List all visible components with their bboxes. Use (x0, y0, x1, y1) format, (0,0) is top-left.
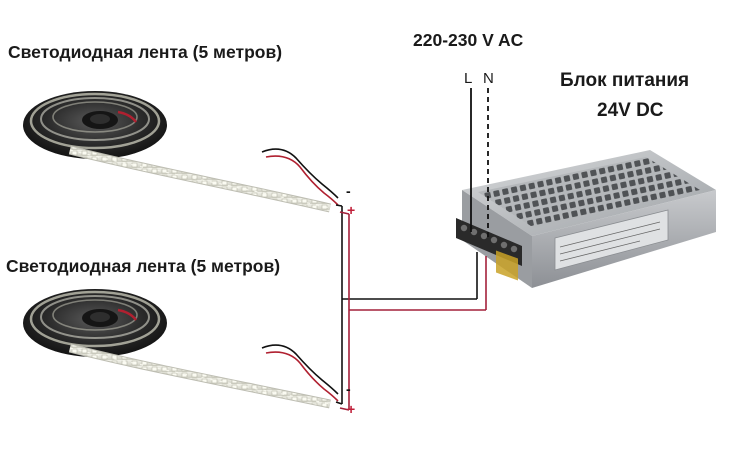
strip-bottom-positive-label: + (347, 401, 356, 417)
strip-top-negative-label: - (346, 183, 351, 199)
power-supply-unit-icon (456, 150, 716, 288)
mains-voltage-label: 220-230 V AC (413, 30, 524, 50)
led-strip-label-top: Светодиодная лента (5 метров) (8, 42, 283, 62)
line-terminal-label: L (464, 70, 473, 87)
led-strip-reel-icon (23, 289, 339, 409)
psu-voltage: 24V DC (597, 100, 664, 121)
psu-title: Блок питания (560, 70, 690, 91)
led-strip-label-bottom: Светодиодная лента (5 метров) (6, 256, 281, 276)
neutral-terminal-label: N (483, 70, 494, 87)
strip-top-positive-label: + (347, 202, 356, 218)
strip-bottom-negative-label: - (346, 381, 351, 397)
led-strip-reel-icon (23, 91, 339, 213)
